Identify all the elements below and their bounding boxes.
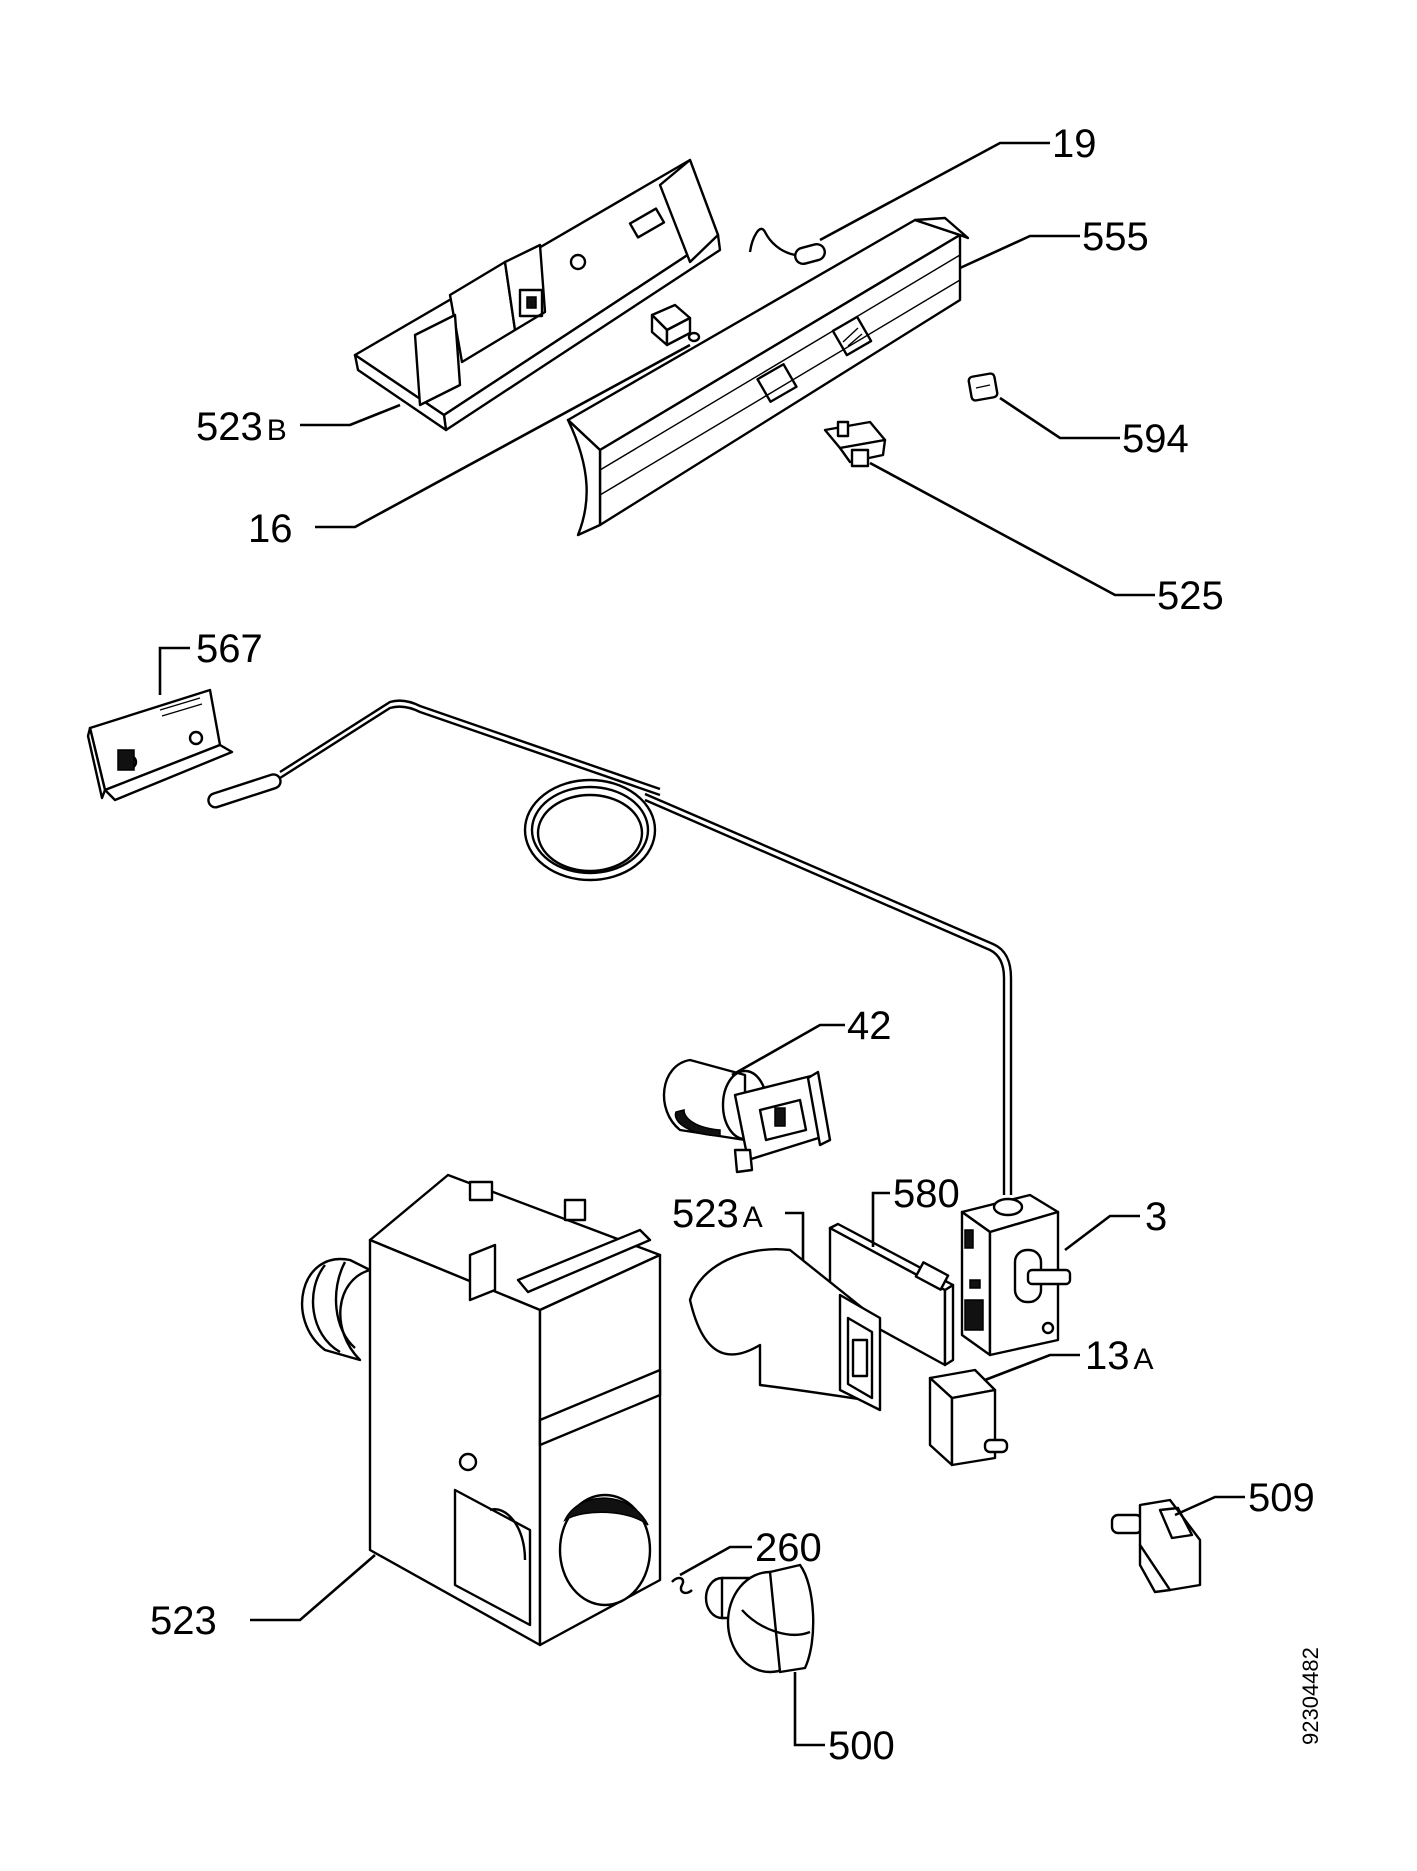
- label-594: 594: [1122, 417, 1189, 461]
- leader-lines: [158, 141, 1245, 1747]
- part-19-lamp: [748, 227, 826, 266]
- label-525: 525: [1157, 574, 1224, 618]
- part-42-lamp-holder: [662, 1058, 832, 1174]
- label-3: 3: [1145, 1195, 1167, 1239]
- label-555: 555: [1082, 215, 1149, 259]
- label-260: 260: [755, 1526, 822, 1570]
- label-523: 523: [150, 1599, 217, 1643]
- drawing-number: 92304482: [1298, 1647, 1323, 1745]
- part-3-thermostat: [960, 1193, 1072, 1357]
- label-567: 567: [196, 627, 263, 671]
- part-594-cap: [967, 372, 999, 402]
- part-580-plate: [828, 1222, 955, 1367]
- label-580: 580: [893, 1172, 960, 1216]
- part-13a-block: [928, 1368, 1009, 1467]
- capillary-tube: [279, 699, 1013, 1195]
- part-509-latch: [1110, 1498, 1202, 1594]
- part-523-housing: [301, 1173, 662, 1647]
- label-500: 500: [828, 1724, 895, 1768]
- part-567-sensor-holder: [86, 688, 282, 809]
- part-500-knob: [704, 1563, 815, 1674]
- part-525-clip: [823, 420, 887, 468]
- label-16: 16: [248, 507, 293, 551]
- part-260-spring: [671, 1576, 693, 1595]
- label-42: 42: [847, 1004, 892, 1048]
- part-16-small-block: [650, 303, 701, 347]
- part-523a-duct: [688, 1248, 882, 1412]
- label-19: 19: [1052, 122, 1097, 166]
- part-555-cover: [566, 216, 970, 537]
- part-523b-bracket: [353, 158, 722, 432]
- label-509: 509: [1248, 1476, 1315, 1520]
